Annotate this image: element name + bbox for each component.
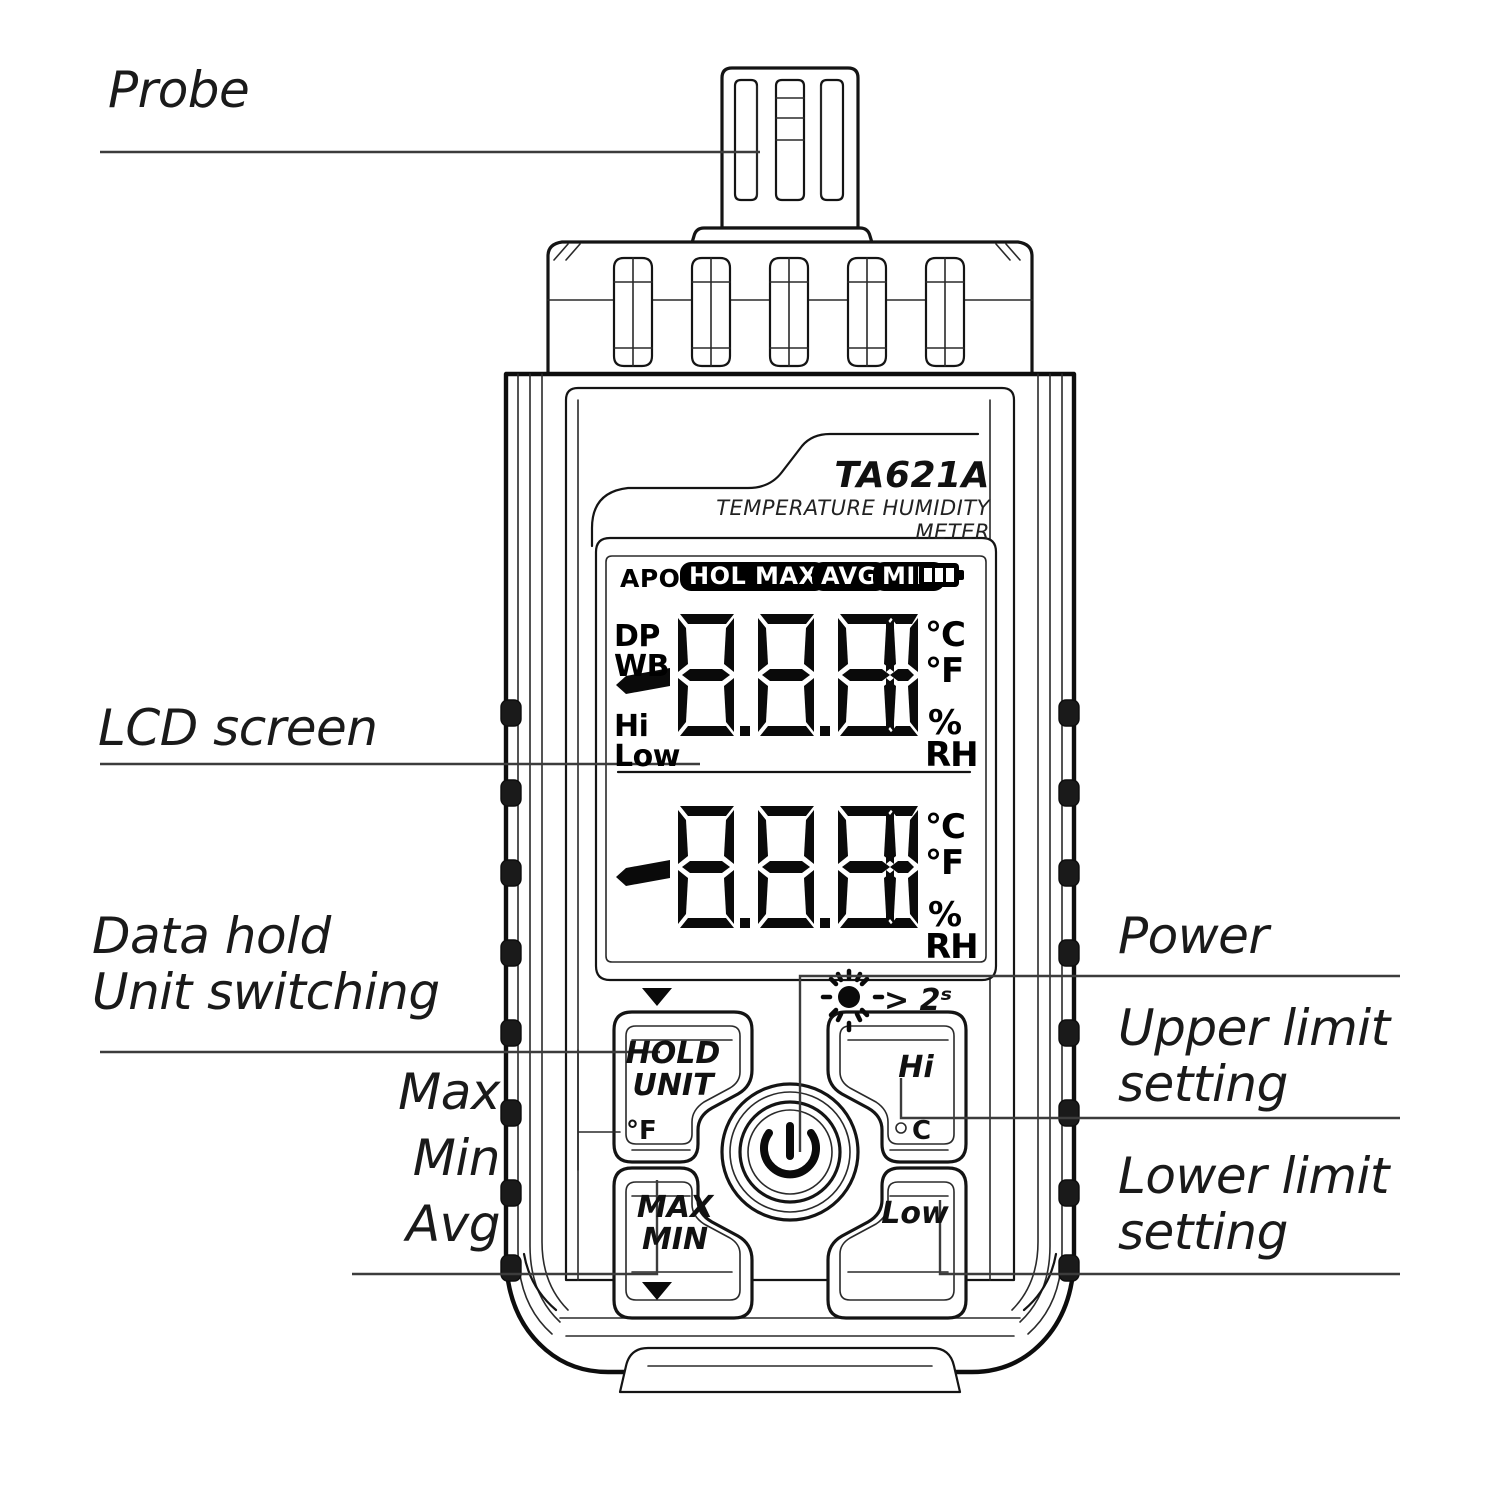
leader-max-min <box>352 1180 659 1276</box>
unit-fahrenheit-mark: °F <box>626 1116 657 1146</box>
leader-lines <box>100 150 1400 1276</box>
callout-lcd-screen: LCD screen <box>98 699 378 757</box>
callout-probe: Probe <box>108 61 250 119</box>
vent-shoulder <box>546 240 1034 376</box>
brand-model-label: TA621A <box>834 455 990 496</box>
callout-lower-limit-line2: setting <box>1118 1203 1288 1261</box>
unit-celsius-mark: C <box>912 1116 932 1146</box>
power-button[interactable] <box>720 1082 860 1222</box>
unit-f-bracket <box>577 1049 621 1171</box>
leader-lower-limit <box>938 1200 1400 1276</box>
lcd-unit-fahrenheit-secondary: °F <box>925 843 964 883</box>
callout-lower-limit-line1: Lower limit <box>1118 1147 1390 1205</box>
probe-part <box>686 66 878 258</box>
callout-unit-switching-line2: Unit switching <box>92 963 440 1021</box>
leader-upper-limit <box>899 1078 1400 1120</box>
battery-full-icon <box>919 563 965 587</box>
min-button-label-line2: MIN <box>641 1222 709 1257</box>
unit-c-mark <box>895 1122 907 1134</box>
lcd-label-hi: Hi <box>614 709 649 744</box>
callout-data-hold-line1: Data hold <box>92 907 331 965</box>
lcd-unit-celsius-primary: °C <box>925 615 966 655</box>
lcd-unit-fahrenheit-primary: °F <box>925 651 964 691</box>
hold-button-label-line1: HOLD <box>625 1036 721 1071</box>
brand-plate <box>590 432 980 548</box>
lcd-unit-percent-primary: % <box>928 703 962 743</box>
callout-min: Min <box>412 1129 501 1187</box>
sun-backlight-icon <box>820 968 885 1033</box>
callout-max: Max <box>398 1063 500 1121</box>
status-apo-label: APO <box>620 564 681 593</box>
lcd-label-wb: WB <box>614 649 669 684</box>
max-min-button[interactable] <box>612 1166 754 1320</box>
lcd-label-dp: DP <box>614 619 660 654</box>
hold-button-label-line2: UNIT <box>632 1068 714 1103</box>
lcd-label-low: Low <box>614 739 680 774</box>
low-button[interactable] <box>826 1166 968 1320</box>
backlight-hold-hint: > 2ˢ <box>884 983 952 1018</box>
lcd-digits-secondary <box>616 806 918 928</box>
grip-bump-group <box>500 699 1080 1282</box>
brand-subtitle-line1: TEMPERATURE HUMIDITY <box>716 496 990 520</box>
max-button-label-line1: MAX <box>636 1190 714 1225</box>
leader-power <box>798 974 1400 1152</box>
lcd-digits-primary <box>616 614 918 736</box>
lcd-unit-percent-secondary: % <box>928 895 962 935</box>
lcd-unit-rh-secondary: RH <box>925 927 979 967</box>
low-button-label: Low <box>881 1196 949 1231</box>
brand-subtitle-line2: METER <box>915 520 990 544</box>
callout-avg: Avg <box>405 1195 501 1253</box>
callout-power: Power <box>1118 907 1269 965</box>
hi-button-label: Hi <box>898 1050 934 1085</box>
down-arrow-icon <box>642 1282 672 1300</box>
callout-upper-limit-line1: Upper limit <box>1118 999 1390 1057</box>
lcd-unit-celsius-secondary: °C <box>925 807 966 847</box>
up-arrow-icon <box>642 988 672 1006</box>
hold-unit-button[interactable] <box>612 1010 754 1164</box>
vent-slot-group <box>612 256 966 368</box>
callout-upper-limit-line2: setting <box>1118 1055 1288 1113</box>
lcd-unit-rh-primary: RH <box>925 735 979 775</box>
